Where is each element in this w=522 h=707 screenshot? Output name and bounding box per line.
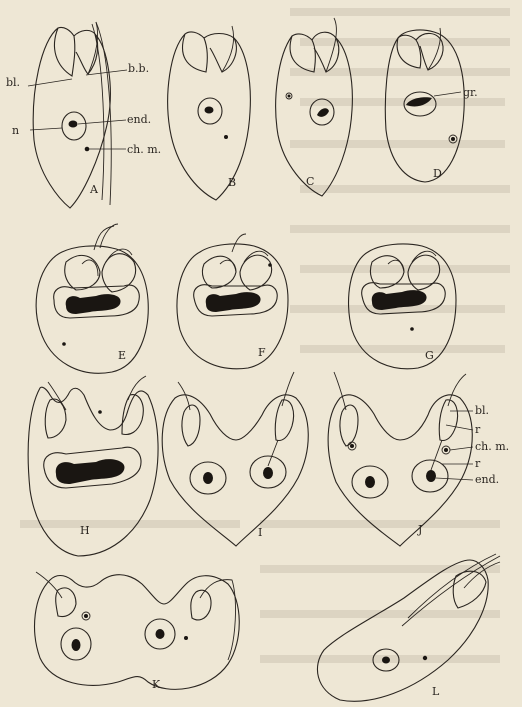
figure-label-f: F bbox=[258, 346, 266, 359]
figure-label-j: J bbox=[417, 523, 422, 536]
background-text-ghost bbox=[20, 8, 510, 663]
label-r1-j: r bbox=[475, 423, 481, 436]
figure-label-l: L bbox=[432, 685, 440, 698]
figure-label-b: B bbox=[228, 176, 236, 189]
label-end-a: end. bbox=[127, 113, 151, 126]
cell-figure-e bbox=[36, 224, 148, 373]
label-n-a: n bbox=[12, 124, 19, 137]
label-gr-d: gr. bbox=[463, 86, 478, 99]
figure-label-h: H bbox=[80, 524, 90, 537]
cell-figure-a bbox=[33, 22, 111, 208]
label-bl-j: bl. bbox=[475, 404, 489, 417]
cell-figure-l bbox=[317, 554, 500, 701]
figure-label-i: I bbox=[258, 526, 262, 539]
annotation-leaders-j bbox=[436, 411, 473, 480]
cell-figure-k bbox=[35, 572, 240, 689]
figure-label-k: K bbox=[152, 678, 161, 691]
cell-figure-f bbox=[177, 234, 288, 369]
cell-figure-c bbox=[276, 18, 353, 196]
figure-label-c: C bbox=[306, 175, 314, 188]
cell-figure-i bbox=[162, 372, 308, 546]
figure-label-a: A bbox=[89, 183, 99, 196]
label-r2-j: r bbox=[475, 457, 481, 470]
figure-label-d: D bbox=[433, 167, 442, 180]
label-end-j: end. bbox=[475, 473, 499, 486]
figure-label-g: G bbox=[425, 349, 434, 362]
figure-label-e: E bbox=[118, 349, 126, 362]
cell-figure-j bbox=[328, 372, 472, 546]
label-chm-a: ch. m. bbox=[127, 143, 161, 156]
cell-figure-b bbox=[168, 26, 251, 200]
label-chm-j: ch. m. bbox=[475, 440, 509, 453]
label-bb-a: b.b. bbox=[128, 62, 149, 75]
annotation-leaders-a bbox=[28, 70, 127, 149]
label-bl-a: bl. bbox=[6, 76, 20, 89]
cell-figure-h bbox=[28, 376, 158, 556]
